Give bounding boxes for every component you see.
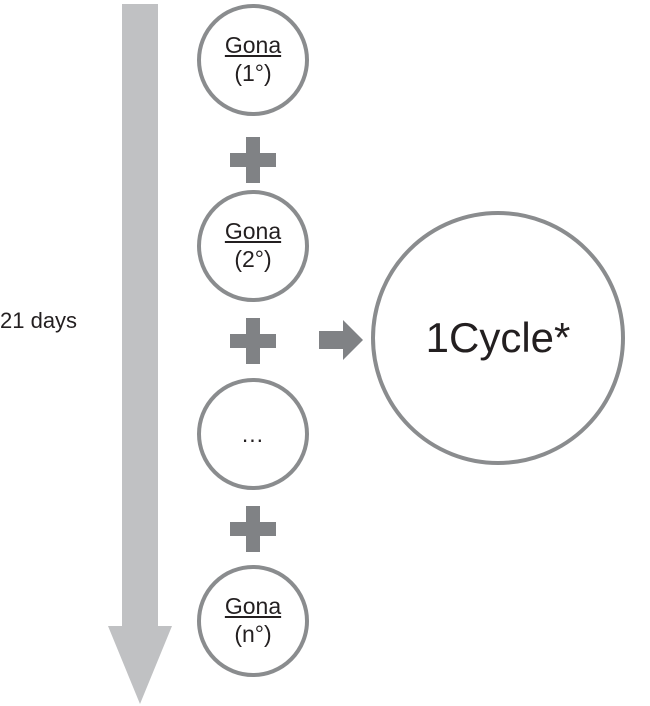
gonadotropin-ellipsis-label: ... (241, 420, 265, 447)
gonadotropin-name-2: Gona (224, 218, 282, 244)
arrow-right-icon (319, 320, 363, 360)
gonadotropin-circle-2: Gona (2°) (197, 190, 309, 302)
gonadotropin-order-n: (n°) (234, 621, 272, 647)
plus-icon-2 (230, 318, 276, 364)
result-cycle-label: 1Cycle* (425, 314, 571, 361)
plus-icon-1 (230, 137, 276, 183)
timeline-duration-label: 21 days (0, 308, 78, 333)
plus-icon-3 (230, 506, 276, 552)
gonadotropin-name-1: Gona (224, 32, 282, 58)
gonadotropin-circle-1: Gona (1°) (197, 4, 309, 116)
gonadotropin-circle-ellipsis: ... (197, 378, 309, 490)
result-circle-cycle: 1Cycle* (371, 211, 625, 465)
gonadotropin-order-1: (1°) (234, 60, 272, 86)
gonadotropin-name-n: Gona (224, 593, 282, 619)
timeline-down-arrow-icon (104, 4, 176, 704)
gonadotropin-order-2: (2°) (234, 246, 272, 272)
gonadotropin-circle-n: Gona (n°) (197, 565, 309, 677)
